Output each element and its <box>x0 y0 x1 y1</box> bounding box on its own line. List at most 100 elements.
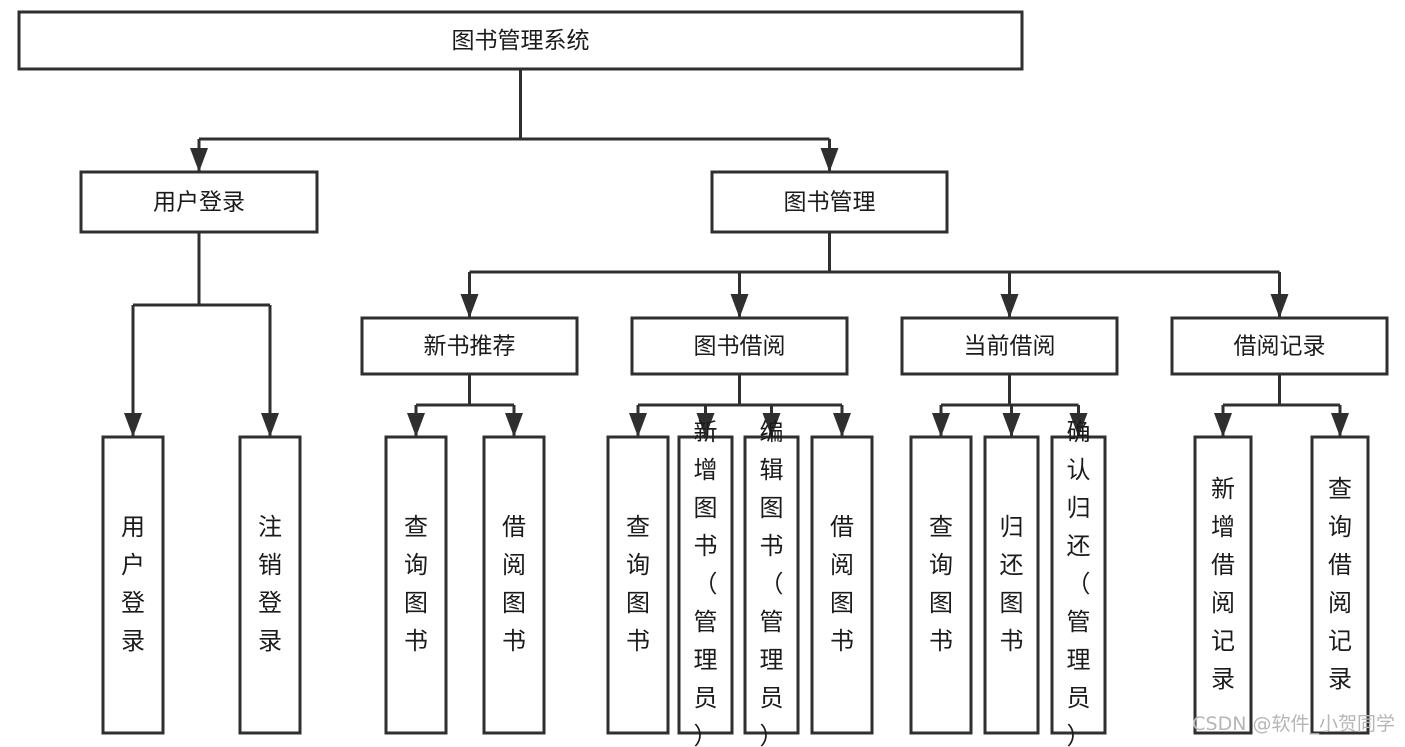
node-leaf-borrow-book-2[interactable]: 借阅图书借阅图书 <box>810 435 874 735</box>
arrow-head-icon <box>1270 294 1289 318</box>
node-label-char: 图 <box>626 589 650 617</box>
node-box-leaf-query-book-1 <box>384 435 448 735</box>
node-box-root <box>17 10 1024 71</box>
node-box-leaf-add-book-admin <box>677 435 734 735</box>
node-label-char: 户 <box>121 551 145 579</box>
node-label-char: 书 <box>929 627 953 655</box>
node-label-char: 借 <box>1211 551 1235 579</box>
edge-group-borrow-record <box>1214 374 1349 437</box>
edge-group-user-login <box>124 232 279 437</box>
node-box-leaf-borrow-book-2 <box>810 435 874 735</box>
node-label-user-login: 用户登录 <box>153 190 245 216</box>
node-root[interactable]: 图书管理系统 <box>17 10 1024 71</box>
arrow-head-icon <box>190 148 208 172</box>
node-label-char: 图 <box>1000 589 1024 617</box>
node-label-char: 录 <box>1211 665 1235 693</box>
node-leaf-return-book[interactable]: 归还图书归还图书 <box>983 435 1040 735</box>
node-box-leaf-add-borrow-record <box>1193 435 1253 735</box>
node-label-char: 借 <box>1328 551 1352 579</box>
node-label-char: 阅 <box>1328 589 1352 617</box>
node-label-char: 书 <box>830 627 854 655</box>
node-leaf-user-logout[interactable]: 注销登录注销登录 <box>238 435 302 735</box>
node-label-char: 询 <box>1328 513 1352 541</box>
node-label-char: ） <box>694 722 718 747</box>
node-label-borrow-record: 借阅记录 <box>1234 334 1326 360</box>
node-label-char: 销 <box>258 551 282 579</box>
node-label-char: 增 <box>1211 513 1235 541</box>
node-label-char: 图 <box>929 589 953 617</box>
arrow-head-icon <box>1214 413 1232 437</box>
arrow-head-icon <box>696 413 715 437</box>
node-label-char: 阅 <box>502 551 526 579</box>
node-label-char: 图 <box>502 589 526 617</box>
node-box-leaf-edit-book-admin <box>743 435 800 735</box>
node-leaf-borrow-book-1[interactable]: 借阅图书借阅图书 <box>482 435 546 735</box>
node-label-char: 记 <box>1328 627 1352 655</box>
edge-group-book-borrow <box>629 374 851 437</box>
edge-group-new-book-recommend <box>407 374 523 437</box>
node-label-char: 询 <box>404 551 428 579</box>
node-leaf-add-borrow-record[interactable]: 新增借阅记录新增借阅记录 <box>1193 435 1253 735</box>
arrow-head-icon <box>261 413 279 437</box>
node-label-char: 阅 <box>1211 589 1235 617</box>
node-label-char: 管 <box>760 608 784 636</box>
node-label-char: 增 <box>694 456 718 484</box>
node-user-login[interactable]: 用户登录 <box>79 170 319 234</box>
node-label-char: 还 <box>1067 532 1091 560</box>
arrow-head-icon <box>820 148 839 172</box>
node-label-char: 录 <box>1328 665 1352 693</box>
arrow-head-icon <box>762 413 781 437</box>
node-new-book-recommend[interactable]: 新书推荐 <box>360 316 579 376</box>
node-label-char: 借 <box>830 513 854 541</box>
node-box-leaf-return-book <box>983 435 1040 735</box>
node-label-char: 书 <box>404 627 428 655</box>
node-leaf-query-borrow-record[interactable]: 查询借阅记录查询借阅记录 <box>1310 435 1370 735</box>
arrow-head-icon <box>730 294 749 318</box>
node-leaf-query-book-3[interactable]: 查询图书查询图书 <box>909 435 973 735</box>
node-label-char: 录 <box>258 627 282 655</box>
node-box-leaf-confirm-return-admin <box>1050 435 1107 735</box>
node-box-leaf-query-book-3 <box>909 435 973 735</box>
node-label-current-borrow: 当前借阅 <box>964 334 1056 360</box>
arrow-head-icon <box>1000 294 1019 318</box>
node-label-char: 书 <box>1000 627 1024 655</box>
node-box-current-borrow <box>900 316 1119 376</box>
arrow-head-icon <box>1331 413 1349 437</box>
node-label-char: （ <box>694 570 718 598</box>
node-label-char: 用 <box>121 513 145 541</box>
node-label-char: 认 <box>1067 456 1091 484</box>
edge-group-book-manage <box>460 232 1289 318</box>
node-leaf-query-book-2[interactable]: 查询图书查询图书 <box>606 435 670 735</box>
node-label-char: 新 <box>694 418 718 446</box>
node-box-borrow-record <box>1170 316 1389 376</box>
node-label-char: 理 <box>694 646 718 674</box>
node-book-manage[interactable]: 图书管理 <box>710 170 949 234</box>
node-label-char: ） <box>1067 722 1091 747</box>
node-box-new-book-recommend <box>360 316 579 376</box>
node-label-char: 书 <box>502 627 526 655</box>
node-label-char: ） <box>760 722 784 747</box>
node-label-char: 注 <box>258 513 282 541</box>
arrow-head-icon <box>505 413 523 437</box>
arrow-head-icon <box>833 413 851 437</box>
node-label-char: 书 <box>760 532 784 560</box>
node-label-char: 查 <box>1328 475 1352 503</box>
node-label-char: 归 <box>1067 494 1091 522</box>
node-leaf-query-book-1[interactable]: 查询图书查询图书 <box>384 435 448 735</box>
arrow-head-icon <box>629 413 647 437</box>
node-current-borrow[interactable]: 当前借阅 <box>900 316 1119 376</box>
node-label-char: 查 <box>929 513 953 541</box>
node-book-borrow[interactable]: 图书借阅 <box>630 316 849 376</box>
node-box-leaf-borrow-book-1 <box>482 435 546 735</box>
connector-layer <box>124 69 1349 437</box>
node-borrow-record[interactable]: 借阅记录 <box>1170 316 1389 376</box>
csdn-watermark: CSDN @软件_小贺同学 <box>1192 713 1395 735</box>
node-box-leaf-user-login <box>101 435 165 735</box>
arrow-head-icon <box>932 413 950 437</box>
node-leaf-user-login[interactable]: 用户登录用户登录 <box>101 435 165 735</box>
node-label-char: 询 <box>929 551 953 579</box>
